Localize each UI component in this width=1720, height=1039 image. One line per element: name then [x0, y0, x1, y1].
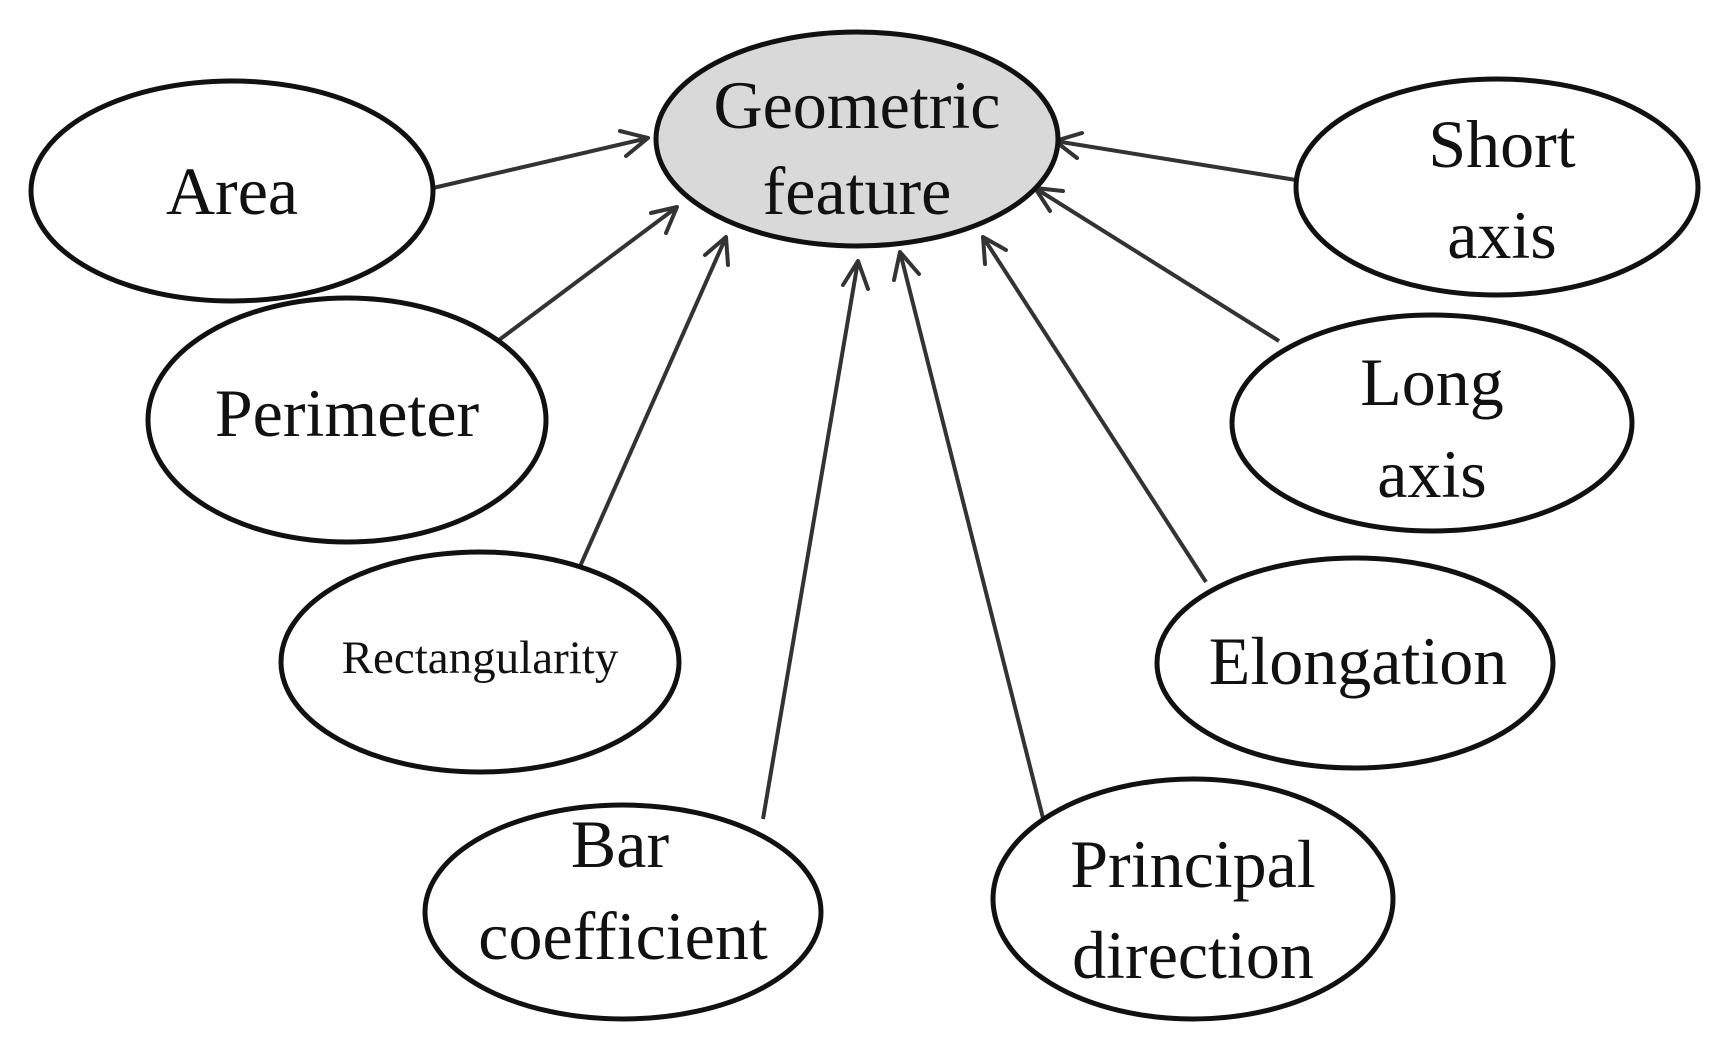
node-long-axis-label-line-2: axis — [1377, 436, 1487, 512]
node-area-label: Area — [166, 153, 298, 229]
edge-rectangularity-to-center — [576, 235, 730, 572]
edge-perimeter-to-center — [489, 205, 679, 348]
edge-elongation-to-center — [981, 235, 1208, 584]
node-area: Area — [28, 78, 436, 304]
edges — [432, 129, 1297, 823]
node-perimeter-label: Perimeter — [215, 375, 480, 451]
node-bar-coefficient: Bar coefficient — [422, 802, 824, 1022]
node-bar-coefficient-label-line-2: coefficient — [478, 898, 768, 974]
edge-short-axis-to-center — [1053, 131, 1297, 182]
edge-area-to-center — [432, 129, 650, 190]
node-short-axis-label-line-2: axis — [1447, 197, 1557, 273]
node-elongation-label: Elongation — [1209, 623, 1507, 699]
node-short-axis-label-line-1: Short — [1428, 106, 1575, 182]
edge-long-axis-to-center — [1033, 186, 1281, 343]
node-bar-coefficient-label-line-1: Bar — [571, 806, 670, 882]
edge-bar-coefficient-to-center — [761, 259, 870, 820]
node-principal-direction-label-line-2: direction — [1072, 917, 1314, 993]
node-rectangularity: Rectangularity — [278, 549, 682, 775]
node-principal-direction-label-line-1: Principal — [1070, 826, 1316, 902]
node-long-axis: Long axis — [1229, 312, 1635, 534]
node-principal-direction: Principal direction — [990, 776, 1396, 1022]
center-node: Geometric feature — [653, 29, 1061, 249]
node-elongation: Elongation — [1154, 555, 1556, 771]
node-long-axis-label-line-1: Long — [1360, 344, 1504, 420]
edge-principal-direction-to-center — [892, 250, 1046, 823]
node-perimeter: Perimeter — [145, 295, 549, 545]
node-rectangularity-label: Rectangularity — [342, 632, 619, 684]
node-short-axis: Short axis — [1293, 76, 1701, 298]
center-node-label-line-2: feature — [763, 153, 952, 229]
center-node-label-line-1: Geometric — [714, 67, 1001, 143]
